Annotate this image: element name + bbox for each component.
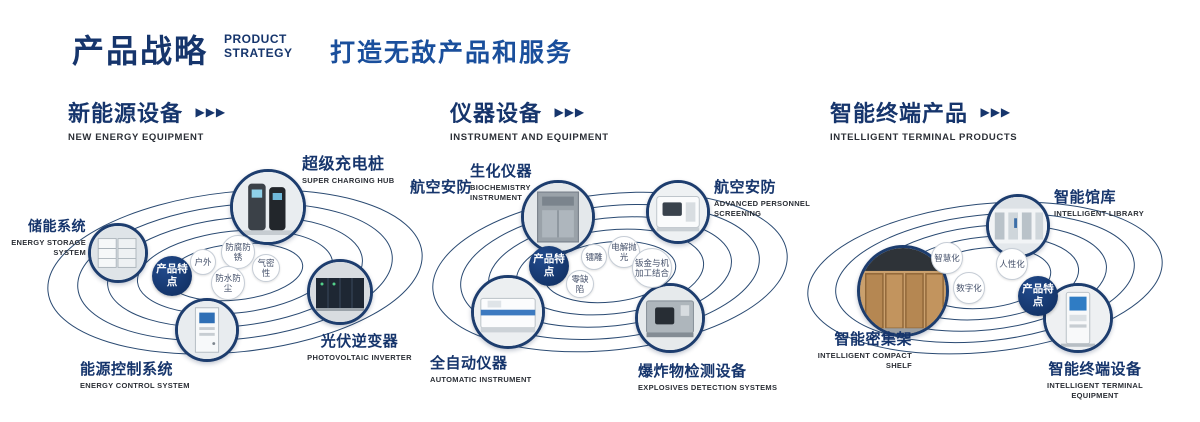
label-terminal-equipment-cn: 智能终端设备: [1048, 361, 1142, 378]
section-title-instrument: 仪器设备 ▶▶▶ INSTRUMENT AND EQUIPMENT: [450, 96, 609, 143]
section-title-new-energy-en: NEW ENERGY EQUIPMENT: [68, 132, 204, 143]
label-explosives-detection-en: EXPLOSIVES DETECTION SYSTEMS: [638, 383, 778, 392]
label-personnel-screening-cn: 航空安防: [714, 179, 777, 196]
label-explosives-detection-cn: 爆炸物检测设备: [638, 363, 747, 380]
label-automatic-instrument-cn: 全自动仪器: [430, 355, 508, 372]
feature-bubble-electropolishing: 电解抛光: [608, 236, 640, 268]
feature-bubble-smart: 智慧化: [931, 242, 963, 274]
feature-bubble-outdoor: 户外: [190, 249, 216, 275]
feature-bubble-sheetmetal-machining: 钣金与机加工结合: [632, 248, 672, 288]
section-title-intelligent-en: INTELLIGENT TERMINAL PRODUCTS: [830, 132, 1018, 143]
label-personnel-screening-en: ADVANCED PERSONNEL SCREENING: [714, 199, 810, 218]
label-explosives-detection: 爆炸物检测设备 EXPLOSIVES DETECTION SYSTEMS: [638, 360, 777, 393]
label-energy-storage-en: ENERGY STORAGE SYSTEM: [11, 238, 86, 257]
label-terminal-equipment-en: INTELLIGENT TERMINAL EQUIPMENT: [1047, 381, 1143, 400]
biochemistry-instrument-image: [524, 183, 592, 251]
feature-badge-instrument: 产品特点: [529, 246, 569, 286]
label-pv-inverter: 光伏逆变器 PHOTOVOLTAIC INVERTER: [302, 330, 417, 363]
energy-control-image: [178, 301, 236, 359]
label-terminal-equipment: 智能终端设备 INTELLIGENT TERMINAL EQUIPMENT: [1025, 358, 1165, 401]
label-compact-shelf: 智能密集架 INTELLIGENT COMPACT SHELF: [817, 328, 912, 371]
orbit-rings-instrument: [432, 191, 788, 353]
section-title-new-energy: 新能源设备 ▶▶▶ NEW ENERGY EQUIPMENT: [68, 96, 226, 143]
label-super-charging-hub-en: SUPER CHARGING HUB: [302, 176, 395, 185]
label-energy-control: 能源控制系统 ENERGY CONTROL SYSTEM: [80, 358, 190, 391]
page-title-english: PRODUCT STRATEGY: [224, 32, 293, 61]
label-energy-control-en: ENERGY CONTROL SYSTEM: [80, 381, 190, 390]
section-title-instrument-en: INSTRUMENT AND EQUIPMENT: [450, 132, 609, 143]
personnel-screening-image: [649, 183, 707, 241]
feature-badge-new-energy: 产品特点: [152, 256, 192, 296]
feature-bubble-anticorrosion: 防腐防锈: [221, 235, 255, 269]
label-super-charging-hub: 超级充电桩 SUPER CHARGING HUB: [302, 150, 395, 186]
label-aviation-security-left-cn: 航空安防: [410, 179, 473, 196]
page-title-en-line1: PRODUCT: [224, 32, 287, 46]
product-circle-super-charging-hub: [230, 169, 306, 245]
feature-bubble-airtight: 气密性: [252, 254, 280, 282]
label-aviation-security-left: 航空安防: [410, 176, 472, 197]
section-title-intelligent-cn: 智能终端产品: [830, 101, 969, 126]
page-title: 产品战略: [72, 33, 209, 69]
feature-bubble-humanized: 人性化: [996, 248, 1028, 280]
product-circle-biochemistry: [521, 180, 595, 254]
feature-bubble-digital: 数字化: [953, 272, 985, 304]
section-title-new-energy-cn: 新能源设备: [68, 101, 184, 126]
product-circle-explosives-detection: [635, 283, 705, 353]
feature-bubble-zero-defect: 零缺陷: [566, 270, 594, 298]
section-title-instrument-cn: 仪器设备: [450, 101, 543, 126]
page-title-en-line2: STRATEGY: [224, 45, 293, 60]
label-intelligent-library: 智能馆库 INTELLIGENT LIBRARY: [1054, 186, 1144, 219]
automatic-instrument-image: [474, 278, 542, 346]
intelligent-library-image: [989, 197, 1047, 255]
energy-storage-image: [91, 226, 145, 280]
label-compact-shelf-cn: 智能密集架: [834, 331, 912, 348]
label-pv-inverter-cn: 光伏逆变器: [320, 333, 399, 350]
feature-badge-intelligent: 产品特点: [1018, 276, 1058, 316]
section-title-intelligent: 智能终端产品 ▶▶▶ INTELLIGENT TERMINAL PRODUCTS: [830, 96, 1017, 143]
label-energy-control-cn: 能源控制系统: [80, 361, 174, 378]
product-circle-personnel-screening: [646, 180, 710, 244]
label-automatic-instrument-en: AUTOMATIC INSTRUMENT: [430, 375, 532, 384]
label-intelligent-library-en: INTELLIGENT LIBRARY: [1054, 209, 1145, 218]
label-pv-inverter-en: PHOTOVOLTAIC INVERTER: [307, 353, 412, 362]
feature-bubble-laser-engraving: 镭雕: [581, 244, 607, 270]
product-circle-energy-storage: [88, 223, 148, 283]
label-personnel-screening: 航空安防 ADVANCED PERSONNEL SCREENING: [714, 176, 814, 219]
label-energy-storage-cn: 储能系统: [28, 218, 86, 234]
label-biochemistry-cn: 生化仪器: [470, 163, 533, 180]
triple-arrow-icon: ▶▶▶: [195, 105, 227, 119]
label-automatic-instrument: 全自动仪器 AUTOMATIC INSTRUMENT: [430, 352, 532, 385]
label-intelligent-library-cn: 智能馆库: [1054, 189, 1117, 206]
label-super-charging-hub-cn: 超级充电桩: [302, 156, 385, 173]
pv-inverter-image: [310, 262, 370, 322]
page-slogan: 打造无敌产品和服务: [330, 39, 574, 67]
label-biochemistry-en: BIOCHEMISTRY INSTRUMENT: [470, 183, 531, 202]
label-energy-storage: 储能系统 ENERGY STORAGE SYSTEM: [2, 216, 86, 258]
product-circle-automatic-instrument: [471, 275, 545, 349]
explosives-detection-image: [638, 286, 702, 350]
label-biochemistry: 生化仪器 BIOCHEMISTRY INSTRUMENT: [470, 160, 562, 203]
super-charging-hub-image: [233, 172, 303, 242]
label-compact-shelf-en: INTELLIGENT COMPACT SHELF: [817, 351, 912, 370]
product-circle-energy-control: [175, 298, 239, 362]
triple-arrow-icon: ▶▶▶: [980, 105, 1012, 119]
product-circle-intelligent-library: [986, 194, 1050, 258]
triple-arrow-icon: ▶▶▶: [554, 105, 586, 119]
feature-bubble-waterproof: 防水防尘: [211, 266, 245, 300]
product-circle-pv-inverter: [307, 259, 373, 325]
